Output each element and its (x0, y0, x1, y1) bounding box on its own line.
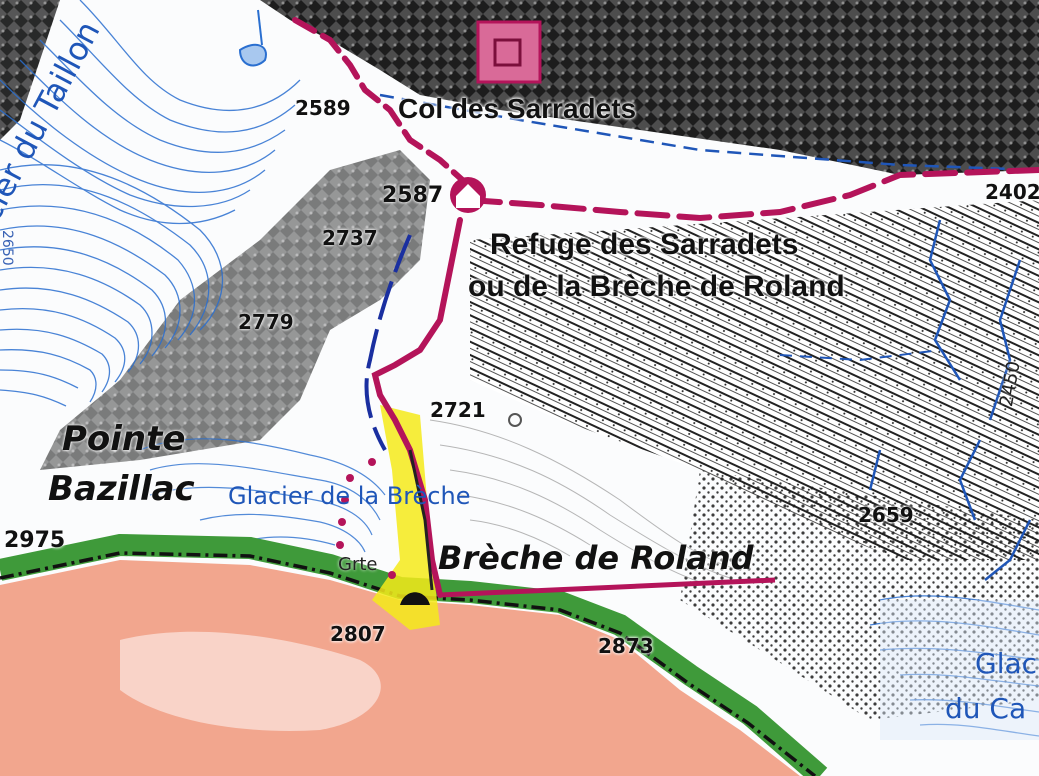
altitude-2659: 2659 (858, 503, 914, 527)
stream-top (257, 9, 263, 46)
snow-patch (120, 631, 381, 731)
altitude-2402: 2402 (985, 180, 1039, 204)
scree-slope-right (470, 200, 1039, 560)
peak-label-line2: Bazillac (48, 469, 195, 509)
breche-label: Brèche de Roland (438, 539, 754, 577)
glacier-taillon-contours (0, 0, 301, 407)
hiking-trail (292, 17, 1039, 598)
altitude-2779: 2779 (238, 310, 294, 334)
glacier-casque-label-line1: Glac (975, 647, 1038, 680)
refuge-hut-icon (456, 184, 480, 208)
cliff-rocks-top (260, 0, 1039, 175)
refuge-altitude: 2587 (382, 183, 444, 208)
building-icon (476, 20, 542, 84)
refuge-label-line1: Refuge des Sarradets (490, 228, 799, 261)
peak-label-line1: Pointe (62, 419, 186, 459)
refuge-label-line2: ou de la Brèche de Roland (468, 270, 845, 303)
sinkhole-icon (508, 413, 522, 427)
altitude-2873: 2873 (598, 634, 654, 658)
national-border-line (0, 551, 817, 776)
col-label: Col des Sarradets (398, 93, 637, 124)
streams-right (868, 219, 1032, 581)
altitude-2721: 2721 (430, 398, 486, 422)
glacier-casque-label-line2: du Ca (945, 692, 1027, 725)
glacier-casque-contours (869, 595, 1039, 737)
contour-altitude-2650: 2650 (0, 230, 15, 266)
glacier-casque-fill (880, 600, 1039, 740)
stream-dashed-2 (779, 349, 941, 362)
lake (238, 43, 267, 67)
grotte-icon (400, 592, 430, 605)
glacier-breche-label: Glacier de la Brèche (228, 482, 471, 510)
glacier-edge-line (364, 234, 412, 451)
grey-contours (429, 419, 741, 583)
grotte-label: Grte (338, 554, 378, 575)
breche-pointer-line (439, 577, 776, 598)
route-highlight (372, 405, 440, 630)
route-black-line (408, 449, 434, 591)
altitude-2737: 2737 (322, 226, 378, 250)
col-altitude: 2589 (295, 96, 351, 120)
altitude-2807: 2807 (330, 622, 386, 646)
scree-dots-lower (680, 470, 1039, 720)
altitude-2975: 2975 (4, 528, 66, 553)
dotted-trail (336, 458, 396, 579)
glacier-breche-contours (139, 438, 386, 553)
ridge-rocks (40, 150, 430, 470)
stream-dashed (379, 93, 1039, 172)
